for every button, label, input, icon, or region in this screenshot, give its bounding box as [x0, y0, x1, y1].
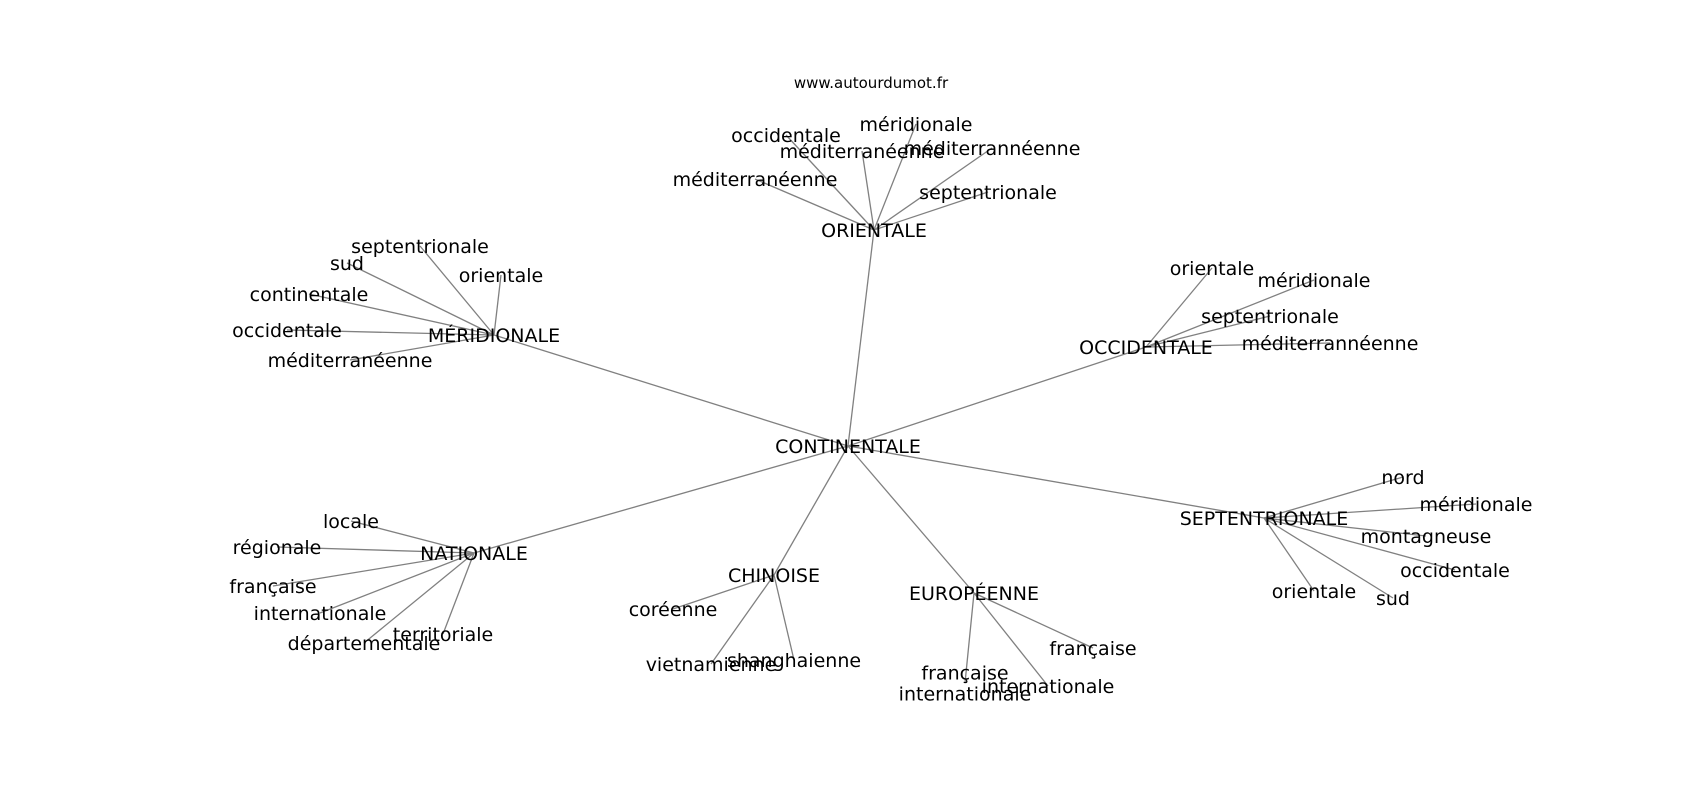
edge-septentrionale-1 [1263, 503, 1477, 519]
edge-root-chinoise [773, 445, 849, 576]
edge-septentrionale-2 [1263, 517, 1427, 537]
edge-root-occidentale [847, 346, 1147, 447]
edge-nationale-4 [442, 552, 475, 635]
edge-occidentale-1 [1145, 279, 1315, 348]
graph-labels: CONTINENTALEORIENTALEoccidentaleméditerr… [229, 114, 1532, 706]
node-leaf: orientale [1170, 258, 1255, 280]
node-leaf: montagneuse [1361, 526, 1492, 548]
node-leaf: française [1049, 638, 1136, 660]
edge-orientale-5 [754, 178, 875, 231]
edge-nationale-3 [319, 552, 475, 614]
edge-nationale-2 [272, 552, 475, 587]
edge-meridionale-0 [419, 245, 495, 336]
node-leaf: continentale [250, 284, 369, 306]
edge-occidentale-3 [1145, 342, 1331, 348]
node-leaf: méridionale [1420, 494, 1533, 516]
edge-root-meridionale [493, 334, 849, 447]
node-leaf: territoriale [393, 624, 493, 646]
node-leaf: occidentale [1400, 560, 1510, 582]
edge-septentrionale-3 [1263, 517, 1456, 571]
edge-septentrionale-4 [1263, 517, 1394, 599]
edge-orientale-2 [873, 123, 917, 231]
edge-europeenne-2 [964, 592, 975, 684]
node-hub-septentrionale: SEPTENTRIONALE [1180, 508, 1349, 530]
edge-nationale-0 [350, 520, 475, 554]
edge-septentrionale-5 [1263, 517, 1315, 592]
edge-nationale-5 [363, 552, 475, 644]
node-hub-europeenne: EUROPÉENNE [909, 582, 1039, 605]
node-hub-chinoise: CHINOISE [728, 565, 820, 587]
edge-chinoise-1 [710, 574, 775, 665]
edge-occidentale-0 [1145, 267, 1213, 348]
node-leaf: locale [323, 511, 379, 533]
node-hub-meridionale: MÉRIDIONALE [428, 324, 560, 347]
node-leaf: coréenne [629, 599, 718, 621]
edge-europeenne-1 [973, 592, 1049, 687]
node-leaf: shanghaienne [727, 650, 861, 672]
node-leaf: septentrionale [351, 236, 489, 258]
edge-chinoise-0 [672, 574, 775, 610]
node-leaf: méditerranéenne [673, 169, 838, 191]
graph-edges [272, 123, 1477, 687]
node-leaf: méridionale [860, 114, 973, 136]
node-leaf: septentrionale [1201, 306, 1339, 328]
node-leaf: occidentale [731, 125, 841, 147]
node-leaf: orientale [459, 265, 544, 287]
node-leaf: sud [1376, 588, 1410, 610]
node-leaf: vietnamienne [646, 654, 777, 676]
edge-meridionale-1 [346, 262, 495, 336]
edge-meridionale-5 [349, 334, 495, 361]
edge-orientale-3 [873, 147, 993, 231]
node-leaf: nord [1381, 467, 1424, 489]
node-leaf: occidentale [232, 320, 342, 342]
node-leaf: méditerrannéenne [904, 138, 1081, 160]
node-leaf: méditerrannéenne [1242, 333, 1419, 355]
node-leaf: orientale [1272, 581, 1357, 603]
edge-septentrionale-0 [1263, 476, 1404, 519]
edge-meridionale-4 [286, 329, 495, 336]
node-hub-nationale: NATIONALE [420, 543, 528, 565]
node-leaf: sud [330, 253, 364, 275]
node-leaf: française [229, 576, 316, 598]
node-leaf: départementale [288, 633, 441, 655]
edge-nationale-1 [276, 546, 475, 554]
node-leaf: méridionale [1258, 270, 1371, 292]
node-leaf: internationale [982, 676, 1115, 698]
source-label: www.autourdumot.fr [794, 74, 949, 92]
edge-occidentale-2 [1145, 315, 1271, 348]
node-leaf: régionale [233, 537, 322, 559]
edge-meridionale-2 [493, 274, 502, 336]
node-hub-orientale: ORIENTALE [821, 220, 927, 242]
node-leaf: septentrionale [919, 182, 1057, 204]
edge-orientale-4 [873, 191, 989, 231]
node-leaf: méditerranéenne [268, 350, 433, 372]
edge-meridionale-3 [308, 293, 495, 336]
node-leaf: internationale [254, 603, 387, 625]
node-leaf: méditerranéenne [780, 141, 945, 163]
node-hub-occidentale: OCCIDENTALE [1079, 337, 1213, 359]
edge-chinoise-2 [773, 574, 795, 661]
edge-root-nationale [473, 445, 849, 554]
node-root: CONTINENTALE [775, 436, 921, 458]
edge-root-orientale [847, 229, 875, 447]
edge-orientale-0 [785, 134, 875, 231]
edge-root-septentrionale [847, 445, 1265, 519]
edge-root-europeenne [847, 445, 975, 594]
edge-orientale-1 [861, 150, 875, 231]
edge-europeenne-0 [973, 592, 1094, 649]
